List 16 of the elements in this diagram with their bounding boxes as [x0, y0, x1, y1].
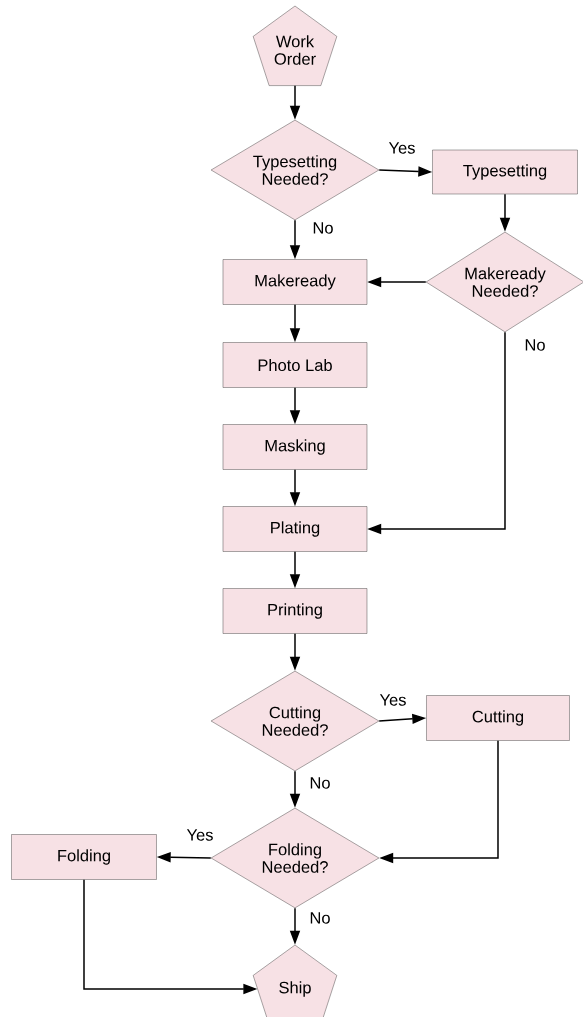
process-box: Folding [11, 834, 157, 880]
process-box: Cutting [426, 695, 570, 741]
process-box: Plating [222, 506, 368, 552]
edge-label: No [308, 776, 332, 790]
process-box: Printing [222, 588, 368, 634]
edge-label: No [308, 911, 332, 925]
terminal-pentagon: Work Order [252, 5, 338, 86]
process-box: Typesetting [432, 149, 578, 195]
process-box: Photo Lab [222, 342, 368, 388]
edge-label: No [311, 221, 335, 235]
edge-label: No [523, 338, 547, 352]
process-box: Masking [222, 424, 368, 470]
terminal-pentagon: Ship [252, 944, 338, 1017]
edge-label: Yes [378, 693, 408, 707]
edge-label: Yes [387, 141, 417, 155]
process-box: Makeready [222, 259, 368, 305]
